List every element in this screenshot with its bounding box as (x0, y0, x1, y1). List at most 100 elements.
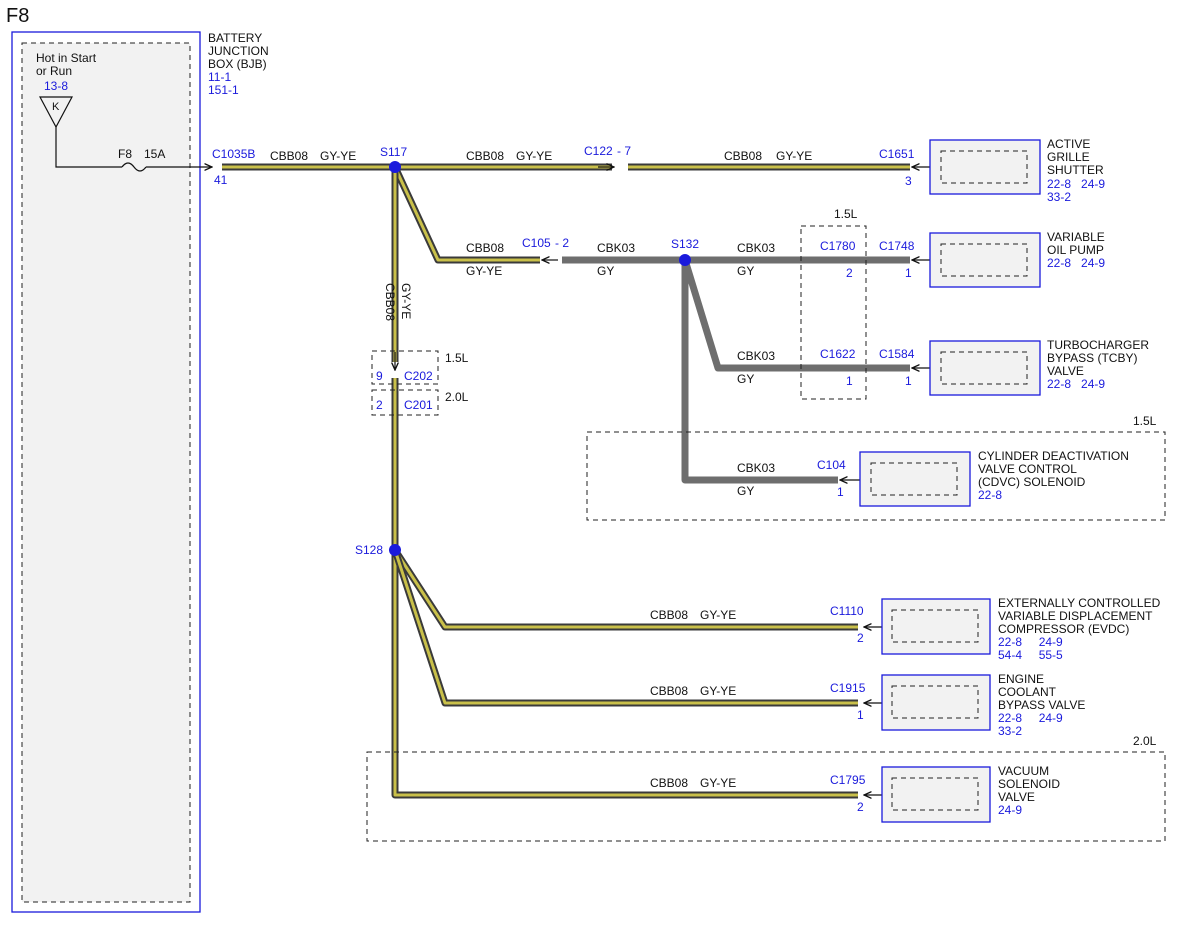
coolant-ref-2: 33-2 (998, 724, 1022, 738)
battery-junction-box: BATTERY JUNCTION BOX (BJB) 11-1 151-1 Ho… (11, 31, 269, 913)
tcby-inner (940, 351, 1028, 385)
grille-ref-1: 22-8 24-9 (1047, 177, 1105, 191)
vacuum-name-2: SOLENOID (998, 777, 1060, 791)
evdc-color: GY-YE (700, 608, 736, 622)
gy-d-color: GY (737, 484, 754, 498)
variant-region-2-0l-label: 2.0L (1133, 734, 1157, 748)
vacuum-name-3: VALVE (998, 790, 1035, 804)
feed-wire (55, 127, 122, 168)
coolant-name-2: COOLANT (998, 685, 1057, 699)
c1780-pin: 2 (846, 266, 853, 280)
grille-ref-2: 33-2 (1047, 190, 1071, 204)
splice-s128-icon (389, 544, 401, 556)
bjb-name-1: BATTERY (208, 31, 262, 45)
gy-b-color: GY (737, 264, 754, 278)
oil-pump-ref-1: 22-8 24-9 (1047, 256, 1105, 270)
coolant-pin: 1 (857, 708, 864, 722)
grille-inner (940, 150, 1028, 184)
c1622-label: C1622 (820, 347, 856, 361)
tcby-name-3: VALVE (1047, 364, 1084, 378)
bjb-outline (11, 31, 201, 913)
component-active-grille-shutter: C1651 3 ACTIVE GRILLE SHUTTER 22-8 24-9 … (879, 137, 1105, 204)
coolant-box (881, 674, 991, 731)
grille-box (929, 139, 1041, 195)
grille-circuit: CBB08 (724, 149, 762, 163)
oil-pump-name-2: OIL PUMP (1047, 243, 1104, 257)
wire-coolant-core (393, 549, 858, 705)
wire-to-c105-core (393, 166, 540, 262)
evdc-inner (891, 609, 979, 643)
splice-s132-icon (679, 254, 691, 266)
cdvc-name-1: CYLINDER DEACTIVATION (978, 449, 1129, 463)
evdc-name-3: COMPRESSOR (EVDC) (998, 622, 1129, 636)
gy-a-color: GY (597, 264, 614, 278)
c202-box (371, 350, 439, 385)
cdvc-box (859, 451, 971, 507)
c202-variant: 1.5L (445, 351, 469, 365)
coolant-name-3: BYPASS VALVE (998, 698, 1085, 712)
fuse-icon (121, 162, 147, 172)
vacuum-inner (891, 777, 979, 811)
c1780-c1622-box (800, 225, 867, 400)
grille-connector: C1651 (879, 147, 915, 161)
c202-pin: 9 (376, 369, 383, 383)
bjb-ref-2: 151-1 (208, 83, 239, 97)
gy-d-circuit: CBK03 (737, 461, 775, 475)
evdc-name-1: EXTERNALLY CONTROLLED (998, 596, 1161, 610)
tcby-name-1: TURBOCHARGER (1047, 338, 1149, 352)
relay-letter: K (52, 101, 60, 113)
bjb-name-3: BOX (BJB) (208, 57, 267, 71)
oil-pump-pin: 1 (905, 266, 912, 280)
c105-pin: - 2 (555, 236, 569, 250)
evdc-name-2: VARIABLE DISPLACEMENT (998, 609, 1153, 623)
coolant-name-1: ENGINE (998, 672, 1044, 686)
main-a-circuit: CBB08 (270, 149, 308, 163)
c105-wire-color: GY-YE (466, 264, 502, 278)
gy-ye-wires (222, 163, 910, 799)
grille-name-2: GRILLE (1047, 150, 1090, 164)
c1622-pin: 1 (846, 374, 853, 388)
vacuum-box (881, 766, 991, 823)
c201-variant: 2.0L (445, 390, 469, 404)
c201-pin: 2 (376, 398, 383, 412)
wire-cdvc (681, 260, 838, 484)
tcby-pin: 1 (905, 374, 912, 388)
component-variable-oil-pump: C1748 1 VARIABLE OIL PUMP 22-8 24-9 (879, 230, 1105, 288)
cdvc-name-3: (CDVC) SOLENOID (978, 475, 1086, 489)
hot-ref: 13-8 (44, 79, 68, 93)
hot-label-1: Hot in Start (36, 51, 97, 65)
coolant-ref-1: 22-8 24-9 (998, 711, 1063, 725)
coolant-inner (891, 685, 979, 719)
main-a-color: GY-YE (320, 149, 356, 163)
component-evdc: C1110 2 EXTERNALLY CONTROLLED VARIABLE D… (830, 596, 1161, 662)
down-color: GY-YE (399, 283, 413, 319)
gy-c-color: GY (737, 372, 754, 386)
component-engine-coolant-bypass: C1915 1 ENGINE COOLANT BYPASS VALVE 22-8… (830, 672, 1085, 738)
wire-tcby (681, 258, 910, 372)
cdvc-inner (870, 462, 958, 496)
cdvc-ref-1: 22-8 (978, 488, 1002, 502)
vacuum-ref-1: 24-9 (998, 803, 1022, 817)
variant-region-1-5l-label: 1.5L (1133, 414, 1157, 428)
c202-label: C202 (404, 369, 433, 383)
grille-name-3: SHUTTER (1047, 163, 1104, 177)
variant-region-2-0l (366, 751, 1166, 842)
relay-triangle-icon (39, 96, 73, 129)
bjb-connector: C1035B (212, 147, 255, 161)
down-circuit: CBB08 (383, 283, 397, 321)
vacuum-name-1: VACUUM (998, 764, 1049, 778)
grille-color: GY-YE (776, 149, 812, 163)
oil-pump-box (929, 232, 1041, 288)
wire-vacuum (391, 378, 858, 799)
main-b-circuit: CBB08 (466, 149, 504, 163)
variant-region-1-5l (586, 431, 1166, 521)
c105-label: C105 (522, 236, 551, 250)
fuse-rating: 15A (144, 147, 165, 161)
coolant-circuit: CBB08 (650, 684, 688, 698)
evdc-ref-2: 54-4 55-5 (998, 648, 1063, 662)
gy-c-circuit: CBK03 (737, 349, 775, 363)
hot-label-2: or Run (36, 64, 72, 78)
fuse-name: F8 (118, 147, 132, 161)
bjb-inner (21, 42, 191, 903)
vacuum-color: GY-YE (700, 776, 736, 790)
